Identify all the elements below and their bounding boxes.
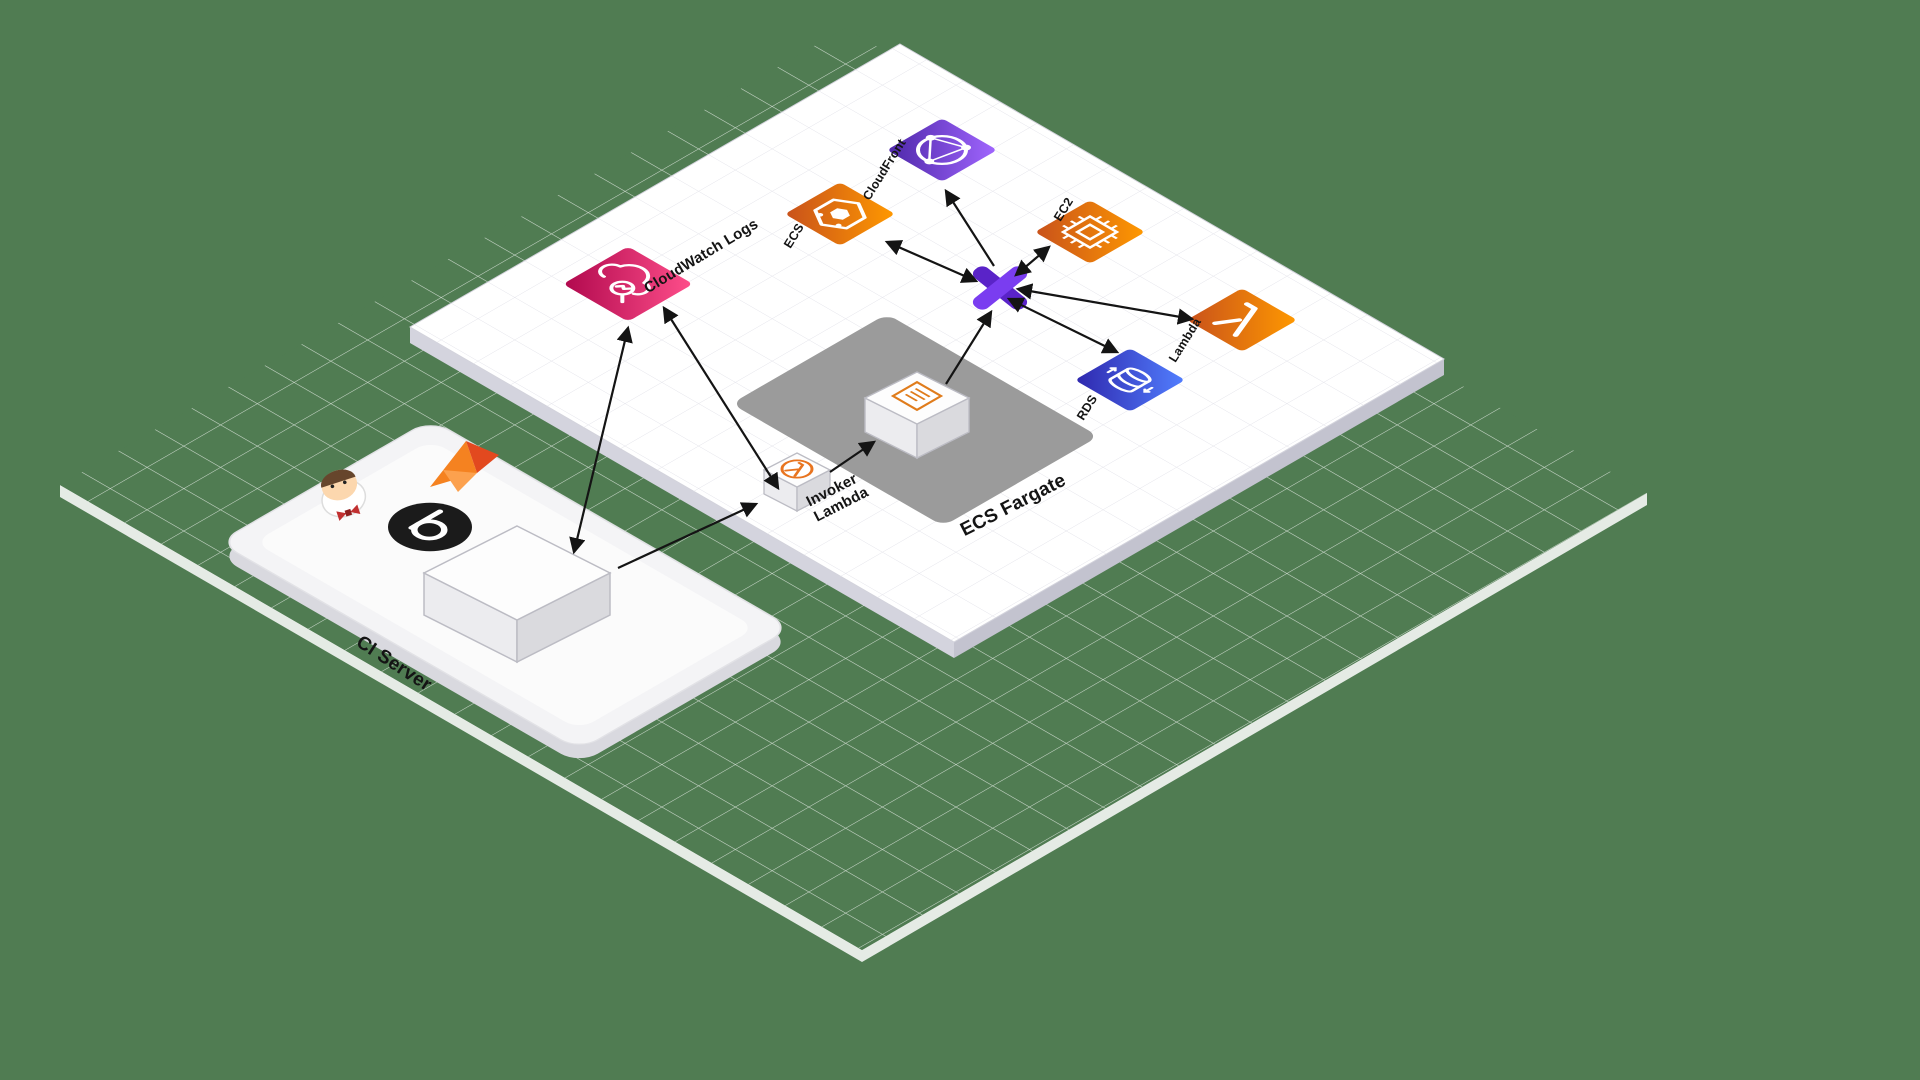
- cloudwatch-logs-tile: [565, 248, 691, 320]
- task-definition-icon: [890, 380, 944, 412]
- arrow-cloudwatch-ci: [569, 325, 633, 555]
- connection-arrows: [569, 188, 1195, 569]
- cloudwatch-logs-icon: [598, 263, 651, 304]
- b-circle-logo: [388, 502, 472, 552]
- ci-server-box: [422, 525, 612, 664]
- arrow-junction-cloudfront: [944, 188, 995, 267]
- arrow-cloudwatch-invoker: [662, 305, 780, 491]
- ec2-icon: [1060, 215, 1120, 249]
- ecs-tile: [787, 183, 893, 245]
- invoker-lambda-icon: [780, 459, 814, 479]
- jenkins-icon: [320, 469, 367, 521]
- ec2-tile: [1037, 201, 1143, 263]
- arrow-junction-ecs: [884, 240, 979, 283]
- cloudfront-icon: [916, 134, 972, 166]
- arrow-fargate-junction: [945, 309, 993, 385]
- fargate-task-box: [863, 371, 971, 460]
- rds-tile: [1077, 349, 1183, 411]
- lambda-icon: [1212, 302, 1258, 337]
- ecs-icon: [813, 198, 867, 230]
- arrow-ci-invoker: [617, 502, 759, 569]
- arrow-invoker-fargate: [829, 440, 877, 473]
- arrow-junction-rds: [1006, 297, 1120, 354]
- lambda-tile: [1189, 289, 1295, 351]
- arrow-junction-ec2: [1014, 245, 1051, 277]
- origami-bird-icon: [430, 441, 499, 492]
- cloudfront-tile: [889, 119, 995, 181]
- rds-icon: [1106, 367, 1154, 393]
